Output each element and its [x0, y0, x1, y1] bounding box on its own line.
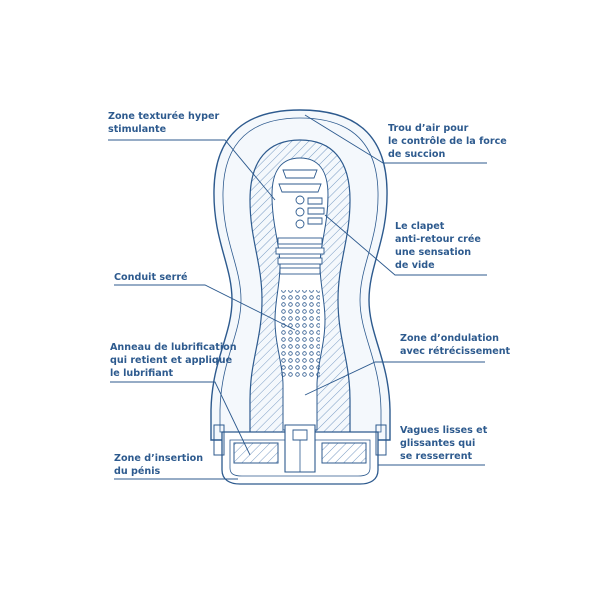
textured-top-ridges — [278, 169, 322, 193]
base-cap — [221, 424, 379, 485]
label-tight-canal: Conduit serré — [114, 272, 188, 283]
label-air-hole: Trou d’air pour le contrôle de la force … — [388, 123, 507, 160]
side-clips — [213, 424, 387, 456]
label-lubrication-ring: Anneau de lubrification qui retient et a… — [110, 342, 237, 379]
valve-ridges — [275, 237, 325, 275]
label-smooth-waves: Vagues lisses et glissantes qui se resse… — [400, 425, 488, 462]
label-wave-zone: Zone d’ondulation avec rétrécissement — [400, 333, 511, 357]
leader-lines — [108, 114, 487, 480]
textured-top-bumps — [295, 195, 325, 229]
label-texture-zone: Zone texturée hyper stimulante — [108, 111, 220, 135]
tight-canal-dots — [280, 290, 320, 378]
label-insertion-zone: Zone d’insertion du pénis — [114, 453, 204, 477]
label-valve: Le clapet anti-retour crée une sensation… — [395, 221, 481, 271]
